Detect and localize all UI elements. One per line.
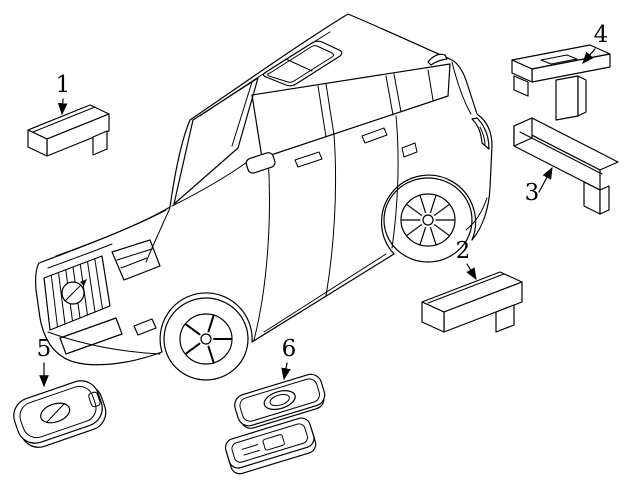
side-mirror-housing [245, 152, 276, 174]
front-door-handle [294, 151, 323, 168]
rear-tire [383, 177, 473, 263]
tray-cavity [231, 423, 308, 463]
window-pillar-lines [317, 69, 434, 138]
callout-3-arrow [538, 166, 553, 193]
part-4-bracket [511, 44, 611, 121]
callout-4-arrow [582, 48, 596, 64]
callout-2-arrow [466, 263, 477, 281]
bumper-top-line [47, 331, 161, 355]
part-4-center-leg-side [577, 75, 587, 117]
callout-3-number: 3 [525, 180, 540, 206]
part-3-top-line [519, 131, 603, 175]
rear-wheel [383, 177, 473, 263]
part-1-top-line [32, 106, 96, 133]
rocker-crease [263, 253, 387, 333]
car-roof-details [199, 31, 448, 117]
callout-4-number: 4 [594, 22, 609, 48]
car-side-details [245, 115, 418, 341]
part-2-connector-tab [495, 304, 515, 333]
part-6-key-fob-exploded [224, 373, 326, 475]
rear-bumper-crease [465, 197, 488, 231]
cover-inner-seam [239, 378, 320, 422]
callout-6-number: 6 [282, 336, 297, 362]
side-mirror [245, 152, 276, 174]
fender-line [145, 207, 171, 263]
sunroof-outline [262, 40, 343, 87]
callout-2-number: 2 [456, 238, 471, 264]
windshield-far-pillar-line [231, 81, 253, 147]
rear-hub [422, 214, 434, 226]
fob-inner-seam [19, 385, 97, 439]
part-1-connector-tab [92, 130, 108, 156]
fob-emblem-diagonal [46, 402, 66, 423]
callout-5-number: 5 [37, 336, 52, 362]
tray-battery [262, 434, 285, 451]
grille-outline [43, 255, 111, 331]
cover-emblem-inner-oval [269, 393, 290, 407]
d-pillar-line [451, 61, 472, 115]
part-1-module [27, 104, 110, 157]
car-front-details [43, 159, 251, 355]
part-1-end-face [27, 129, 48, 157]
callouts: 1 2 3 4 5 6 [37, 22, 609, 388]
side-windows [251, 63, 451, 159]
headlight-outline [111, 239, 161, 281]
callout-1-number: 1 [56, 72, 71, 98]
car-glass [173, 63, 451, 205]
part-4-center-leg [555, 75, 579, 121]
brand-emblem-arrow [80, 279, 87, 286]
brand-emblem-diagonal [64, 284, 82, 302]
door-cut-lines [253, 115, 399, 341]
front-wheel-spokes [184, 314, 232, 364]
rear-rim [400, 193, 456, 247]
car-rear-details [451, 61, 490, 231]
part-4-left-foot [513, 75, 529, 97]
windshield [173, 77, 259, 205]
fuel-door [401, 142, 418, 158]
part-2-top-line [427, 273, 505, 304]
vehicle-illustration [35, 13, 493, 381]
callout-6-arrow [281, 362, 291, 381]
taillight-outline [471, 117, 490, 150]
front-tire [163, 297, 249, 381]
front-wheel [163, 297, 249, 381]
fog-lamp [133, 318, 157, 336]
tray-top-face [224, 417, 315, 469]
fob-top-cover [234, 373, 326, 429]
part-4-end-face [511, 59, 533, 83]
tray-contact-lines [241, 444, 260, 456]
part-3-connector-side [599, 185, 610, 215]
callout-1-arrow [57, 98, 68, 116]
sunroof-inner-frame [267, 45, 334, 83]
front-hub [200, 333, 212, 345]
part-2-module [421, 271, 523, 333]
fob-keyring-slot [88, 391, 101, 408]
hood-crease-lines [47, 209, 167, 269]
part-3-module [513, 117, 619, 215]
rear-wheel-spokes [401, 194, 455, 246]
bumper-intake [59, 317, 123, 355]
part-5-key-fob [13, 380, 107, 448]
part-2-end-face [421, 301, 445, 333]
fob-bottom-tray [224, 417, 317, 475]
headlight-inner-lines [116, 248, 153, 269]
sunroof-divider [285, 58, 313, 72]
roof-antenna-fin [427, 53, 448, 66]
cowl-line [171, 159, 251, 207]
rear-door-handle [361, 127, 388, 144]
part-4-slot [540, 54, 578, 65]
taillight-inner-line [479, 126, 486, 146]
